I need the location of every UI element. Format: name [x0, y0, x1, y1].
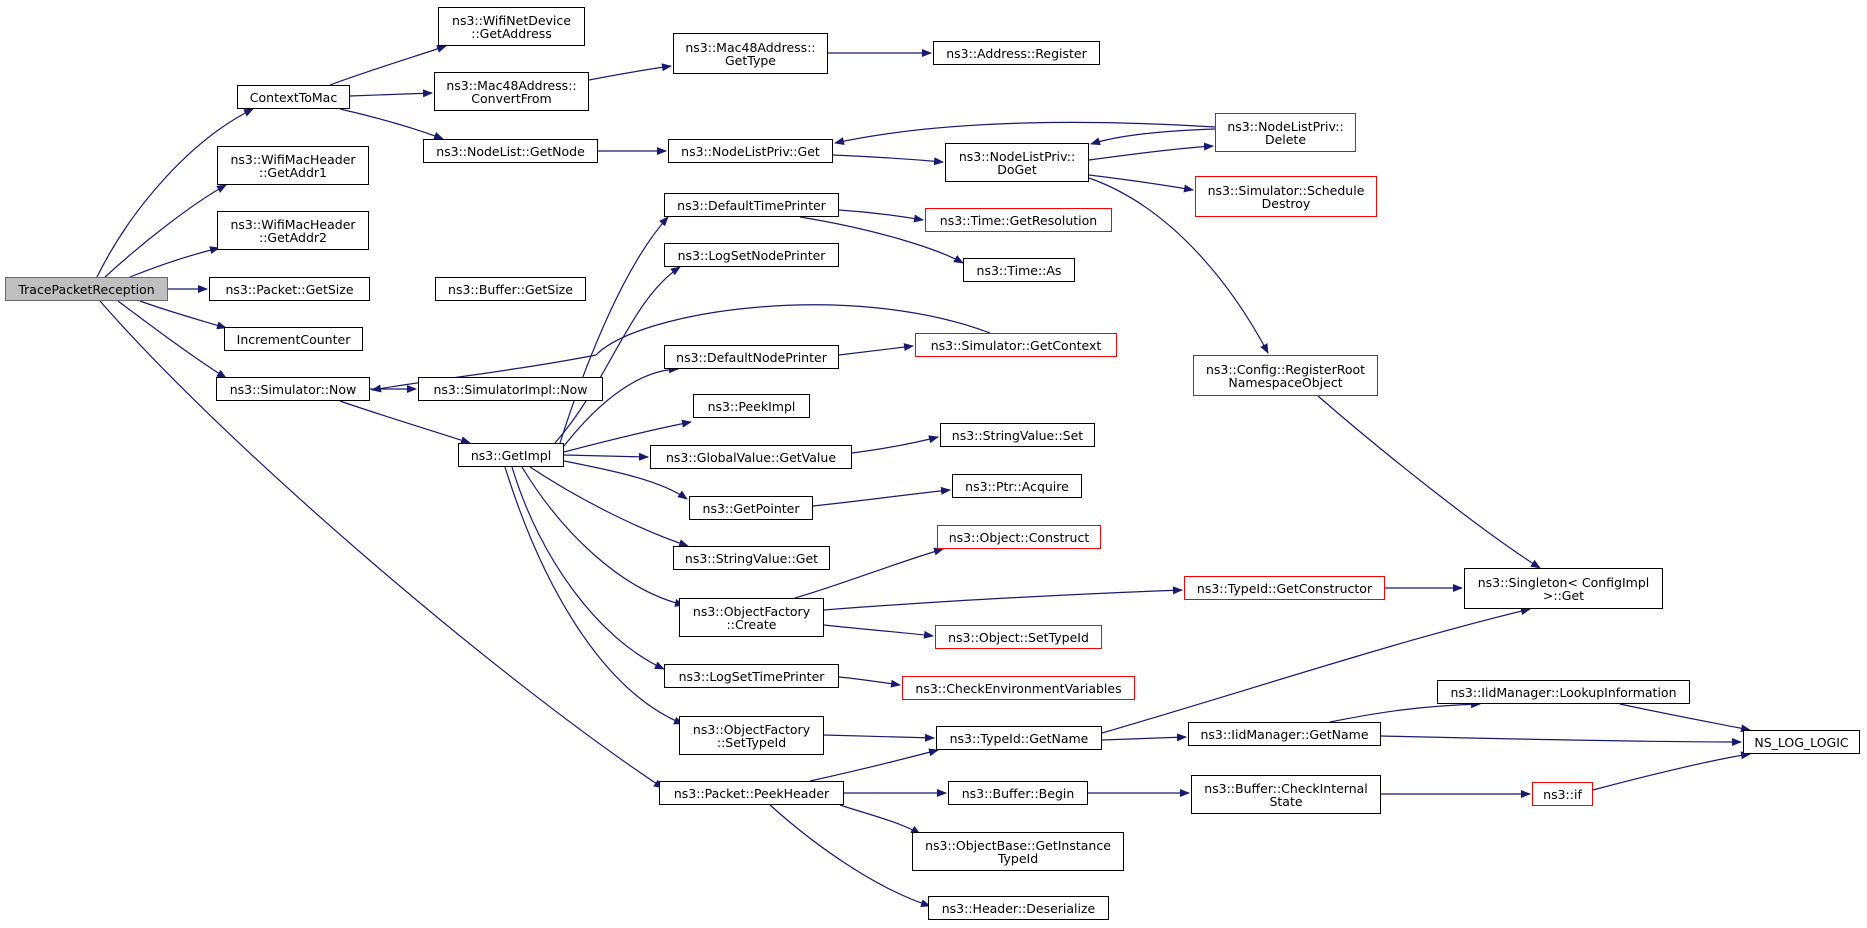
node-node-list-priv-do-get[interactable]: ns3::NodeListPriv:: DoGet	[945, 143, 1089, 182]
node-simulator-schedule-destroy[interactable]: ns3::Simulator::Schedule Destroy	[1195, 176, 1377, 217]
edge-peekheader-to-objectbase	[839, 804, 921, 835]
edge-getimpl-to-peekimpl	[563, 419, 692, 453]
node-ns-log-logic[interactable]: NS_LOG_LOGIC	[1743, 730, 1860, 754]
node-buffer-begin[interactable]: ns3::Buffer::Begin	[948, 781, 1088, 805]
edge-getimpl-to-logtime	[511, 466, 665, 670]
node-type-id-get-name[interactable]: ns3::TypeId::GetName	[936, 726, 1102, 750]
node-get-pointer[interactable]: ns3::GetPointer	[689, 496, 813, 520]
node-object-base-get-instance-type-id[interactable]: ns3::ObjectBase::GetInstance TypeId	[912, 832, 1124, 871]
edge-getpointer-to-ptracquire	[812, 486, 951, 507]
node-ptr-acquire[interactable]: ns3::Ptr::Acquire	[952, 474, 1082, 498]
node-default-node-printer[interactable]: ns3::DefaultNodePrinter	[664, 345, 839, 369]
node-mac48-get-type[interactable]: ns3::Mac48Address:: GetType	[673, 33, 828, 74]
node-increment-counter[interactable]: IncrementCounter	[224, 327, 363, 351]
edge-factorycreate-to-settypeid	[823, 624, 934, 639]
edge-defaulttime-to-resolution	[838, 209, 924, 223]
node-log-set-node-printer[interactable]: ns3::LogSetNodePrinter	[664, 243, 839, 267]
node-object-construct[interactable]: ns3::Object::Construct	[937, 525, 1101, 549]
edge-getimpl-to-settypeid	[504, 466, 684, 725]
node-default-time-printer[interactable]: ns3::DefaultTimePrinter	[664, 193, 839, 217]
node-get-impl[interactable]: ns3::GetImpl	[458, 443, 564, 467]
edge-peekheader-to-deserialize	[769, 804, 931, 908]
edge-listget-to-doget	[832, 154, 944, 166]
edge-registerroot-to-singleton	[1317, 395, 1541, 569]
edge-logtime-to-checkenv	[838, 676, 901, 688]
node-object-factory-set-type-id[interactable]: ns3::ObjectFactory ::SetTypeId	[679, 716, 824, 755]
node-string-value-get[interactable]: ns3::StringValue::Get	[673, 546, 830, 570]
node-node-list-priv-get[interactable]: ns3::NodeListPriv::Get	[668, 139, 833, 163]
edge-defaulttime-to-timeas	[799, 216, 964, 264]
edge-getimpl-to-defaultnode	[563, 365, 679, 447]
edge-globalvalue-to-stringset	[851, 435, 939, 454]
node-address-register[interactable]: ns3::Address::Register	[933, 41, 1100, 65]
node-wifi-mac-header-get-addr2[interactable]: ns3::WifiMacHeader ::GetAddr2	[217, 211, 369, 250]
node-trace-packet-reception: TracePacketReception	[5, 277, 168, 301]
node-packet-peek-header[interactable]: ns3::Packet::PeekHeader	[659, 781, 844, 805]
edge-trace-to-context	[96, 108, 254, 278]
node-buffer-check-internal-state[interactable]: ns3::Buffer::CheckInternal State	[1191, 775, 1381, 814]
node-object-factory-create[interactable]: ns3::ObjectFactory ::Create	[679, 598, 824, 637]
edge-getimpl-to-stringget	[529, 466, 689, 547]
node-buffer-get-size[interactable]: ns3::Buffer::GetSize	[435, 277, 586, 301]
edge-factorycreate-to-getconstructor	[823, 586, 1183, 611]
node-peek-impl[interactable]: ns3::PeekImpl	[693, 394, 810, 418]
node-ns3-if[interactable]: ns3::if	[1532, 782, 1593, 806]
node-iid-manager-get-name[interactable]: ns3::IidManager::GetName	[1188, 722, 1381, 746]
edge-if-to-nslog	[1592, 751, 1751, 791]
edge-getimpl-to-getpointer	[563, 460, 688, 500]
node-string-value-set[interactable]: ns3::StringValue::Set	[940, 423, 1095, 447]
edge-iidgetname-to-lookup	[1329, 700, 1481, 723]
node-context-to-mac[interactable]: ContextToMac	[237, 85, 350, 109]
node-time-as[interactable]: ns3::Time::As	[963, 258, 1075, 282]
edge-doget-to-registerroot	[1088, 177, 1269, 354]
edge-getimpl-to-factorycreate	[521, 466, 685, 607]
node-simulator-get-context[interactable]: ns3::Simulator::GetContext	[915, 333, 1117, 357]
edge-doget-to-schedule	[1088, 174, 1194, 193]
node-wifi-net-device-get-address[interactable]: ns3::WifiNetDevice ::GetAddress	[438, 7, 585, 46]
node-header-deserialize[interactable]: ns3::Header::Deserialize	[928, 896, 1109, 920]
node-log-set-time-printer[interactable]: ns3::LogSetTimePrinter	[664, 664, 839, 688]
node-singleton-config-impl-get[interactable]: ns3::Singleton< ConfigImpl >::Get	[1464, 568, 1663, 609]
edge-getimpl-to-lognode	[554, 266, 681, 444]
edge-factorysettypeid-to-getname	[823, 733, 935, 742]
node-global-value-get-value[interactable]: ns3::GlobalValue::GetValue	[650, 445, 852, 469]
edge-trace-to-simnow	[117, 300, 227, 379]
edge-getimpl-to-defaulttime	[559, 216, 669, 444]
node-mac48-convert-from[interactable]: ns3::Mac48Address:: ConvertFrom	[434, 72, 589, 111]
node-node-list-get-node[interactable]: ns3::NodeList::GetNode	[423, 139, 598, 163]
node-type-id-get-constructor[interactable]: ns3::TypeId::GetConstructor	[1184, 576, 1385, 600]
edge-simnow-to-getimpl	[339, 400, 471, 445]
edge-doget-to-delete	[1088, 142, 1214, 161]
edge-convertfrom-to-gettype	[588, 63, 672, 81]
edge-context-to-convertfrom	[349, 89, 433, 98]
edge-defaultnode-to-getcontext	[838, 343, 914, 356]
edge-factorycreate-to-construct	[794, 547, 944, 599]
edge-trace-to-peekheader	[99, 300, 664, 789]
node-simulator-now[interactable]: ns3::Simulator::Now	[216, 377, 370, 401]
edge-delete-to-doget	[1090, 128, 1216, 146]
node-time-get-resolution[interactable]: ns3::Time::GetResolution	[925, 208, 1112, 232]
edge-delete-to-listget	[834, 121, 1216, 145]
edge-context-to-getnode	[339, 108, 444, 140]
edge-iidgetname-to-nslog	[1380, 735, 1742, 746]
node-node-list-priv-delete[interactable]: ns3::NodeListPriv:: Delete	[1215, 113, 1356, 152]
node-config-register-root-namespace-object[interactable]: ns3::Config::RegisterRoot NamespaceObjec…	[1193, 355, 1378, 396]
edge-getname-to-iidgetname	[1101, 733, 1187, 742]
edge-trace-to-addr2	[129, 246, 220, 278]
edge-getname-to-singleton	[1101, 607, 1531, 734]
node-packet-get-size[interactable]: ns3::Packet::GetSize	[209, 277, 370, 301]
node-simulator-impl-now[interactable]: ns3::SimulatorImpl::Now	[418, 377, 603, 401]
edge-peekheader-to-getname	[809, 748, 939, 782]
edge-lookup-to-nslog	[1619, 703, 1751, 733]
node-object-set-type-id[interactable]: ns3::Object::SetTypeId	[935, 625, 1102, 649]
node-wifi-mac-header-get-addr1[interactable]: ns3::WifiMacHeader ::GetAddr1	[217, 146, 369, 185]
node-iid-manager-lookup-information[interactable]: ns3::IidManager::LookupInformation	[1437, 680, 1690, 704]
edge-getimpl-to-globalvalue	[563, 452, 649, 461]
edge-trace-to-addr1	[104, 184, 227, 278]
edge-context-to-wifinetdevice	[329, 45, 447, 86]
node-check-environment-variables[interactable]: ns3::CheckEnvironmentVariables	[902, 676, 1135, 700]
edge-trace-to-increment	[139, 300, 227, 330]
